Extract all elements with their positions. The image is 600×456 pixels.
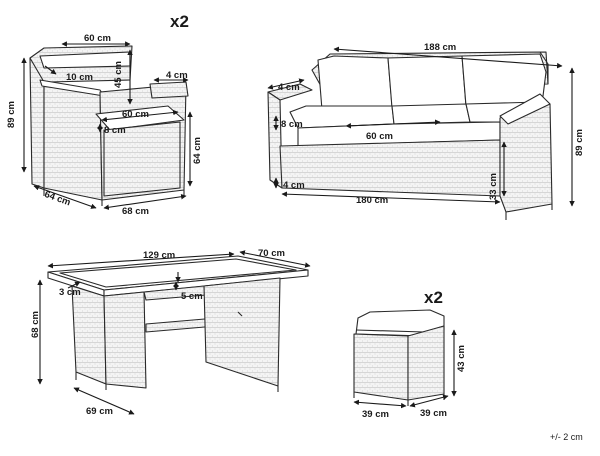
sofa-seat-span-label: 180 cm: [356, 195, 388, 206]
table-depth-label: 69 cm: [86, 406, 113, 417]
chair-backrest-height-label: 45 cm: [113, 61, 124, 88]
sofa-armrest-width-label: 4 cm: [278, 82, 300, 93]
chair-cushion-thickness-label: 8 cm: [104, 125, 126, 136]
chair-armrest-top-label: 10 cm: [66, 72, 93, 83]
table-top-thickness-label: 3 cm: [59, 287, 81, 298]
stool-drawing: [353, 309, 445, 406]
table-length-label: 129 cm: [143, 250, 175, 261]
stool-height-label: 43 cm: [456, 345, 467, 372]
chair-width-label: 68 cm: [122, 206, 149, 217]
sofa-seat-height-label: 33 cm: [488, 173, 499, 200]
chair-seat-height-label: 64 cm: [192, 137, 203, 164]
sofa-cushion-thickness-label: 8 cm: [281, 119, 303, 130]
sofa-seat-width-label: 60 cm: [366, 131, 393, 142]
stool-quantity: x2: [424, 288, 443, 307]
table-dimension-lines: [37, 250, 311, 415]
sofa-total-height-label: 89 cm: [574, 129, 585, 156]
stool-depth-label: 39 cm: [420, 408, 447, 419]
chair-total-height-label: 89 cm: [6, 101, 17, 128]
tolerance-note: +/- 2 cm: [550, 432, 583, 442]
table-height-label: 68 cm: [30, 311, 41, 338]
chair-armrest-width-label: 4 cm: [166, 70, 188, 81]
chair-seat-width-label: 60 cm: [122, 109, 149, 120]
armchair-dimension-lines: [21, 41, 193, 211]
stool-dimension-lines: [353, 329, 457, 409]
table-width-label: 70 cm: [258, 248, 285, 259]
armchair-quantity: x2: [170, 12, 189, 31]
stool-width-label: 39 cm: [362, 409, 389, 420]
sofa-feet-height-label: 4 cm: [283, 180, 305, 191]
sofa-dimension-lines: [267, 46, 575, 207]
chair-backrest-width-label: 60 cm: [84, 33, 111, 44]
table-top-inset-label: 5 cm: [181, 291, 203, 302]
sofa-total-width-label: 188 cm: [424, 42, 456, 53]
